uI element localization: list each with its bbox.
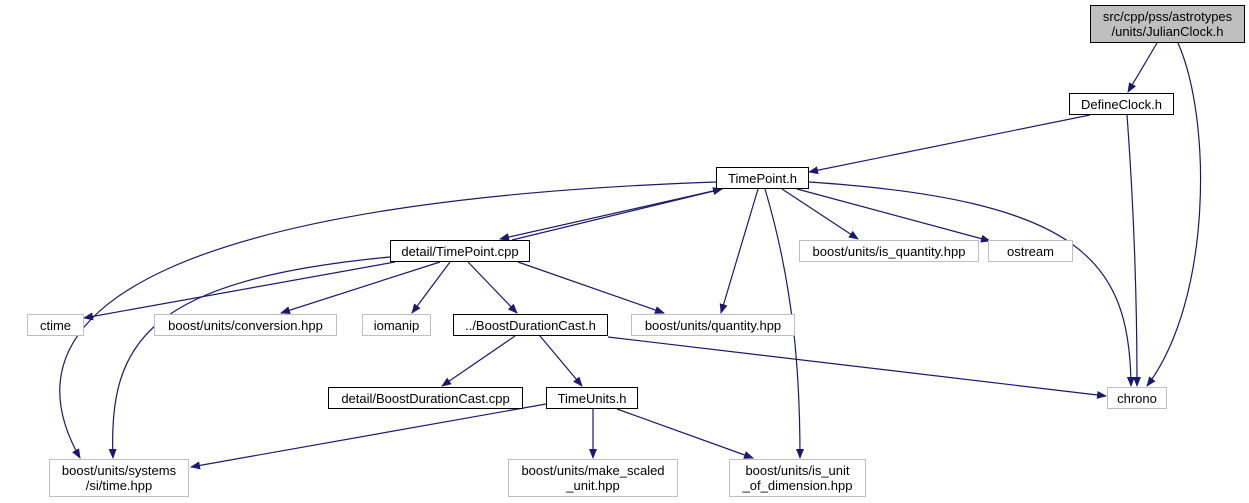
edge-defineclock-to-chrono xyxy=(1126,114,1141,387)
edge-detail-timepoint-cpp-to-iomanip xyxy=(411,261,451,314)
node-ostream: ostream xyxy=(988,240,1073,262)
node-conversion-hpp: boost/units/conversion.hpp xyxy=(154,314,337,336)
node-detail-boostdurationcast-cpp[interactable]: detail/BoostDurationCast.cpp xyxy=(328,387,523,409)
edge-detail-timepoint-cpp-to-boostdurationcast-h xyxy=(467,261,518,314)
edge-timepoint-h-to-chrono xyxy=(808,181,1135,387)
edge-detail-timepoint-cpp-to-conversion xyxy=(280,261,441,315)
node-timeunits-h[interactable]: TimeUnits.h xyxy=(546,387,638,409)
edge-detail-timepoint-cpp-to-timepoint-h xyxy=(511,187,723,241)
edge-boostdurationcast-h-to-timeunits-h xyxy=(539,335,583,387)
node-si-time-hpp: boost/units/systems /si/time.hpp xyxy=(49,459,189,497)
edge-timepoint-h-to-is-quantity xyxy=(781,188,859,240)
node-detail-timepoint-cpp[interactable]: detail/TimePoint.cpp xyxy=(390,240,530,262)
edge-timepoint-h-to-quantity xyxy=(719,188,759,314)
edge-detail-timepoint-cpp-to-quantity xyxy=(517,261,665,314)
edge-boostdurationcast-h-to-chrono xyxy=(607,336,1107,399)
node-ctime: ctime xyxy=(27,314,84,336)
edge-detail-timepoint-cpp-to-si-time xyxy=(108,256,391,459)
node-defineclock-h[interactable]: DefineClock.h xyxy=(1069,93,1174,115)
edge-timepoint-h-to-ostream xyxy=(796,188,991,243)
edge-defineclock-to-timepoint-h xyxy=(808,114,1091,175)
node-julianclock-h[interactable]: src/cpp/pss/astrotypes /units/JulianCloc… xyxy=(1090,5,1245,43)
edge-detail-timepoint-cpp-to-ctime xyxy=(83,261,396,321)
node-is-quantity-hpp: boost/units/is_quantity.hpp xyxy=(799,240,979,262)
node-make-scaled-unit-hpp: boost/units/make_scaled _unit.hpp xyxy=(508,459,678,497)
edge-timepoint-h-to-detail-timepoint-cpp xyxy=(499,188,723,241)
edge-julianclock-to-defineclock xyxy=(1127,42,1158,93)
node-timepoint-h[interactable]: TimePoint.h xyxy=(716,167,809,189)
edge-boostdurationcast-h-to-detail-boostdurationcast-cpp xyxy=(441,335,516,387)
edge-timepoint-h-to-si-time xyxy=(59,181,717,459)
edge-timeunits-h-to-is-unit-of-dimension xyxy=(616,408,754,459)
node-quantity-hpp: boost/units/quantity.hpp xyxy=(631,314,795,336)
node-is-unit-of-dimension-hpp: boost/units/is_unit _of_dimension.hpp xyxy=(729,459,866,497)
node-iomanip: iomanip xyxy=(362,314,431,336)
edge-timeunits-h-to-si-time xyxy=(190,403,547,470)
node-chrono: chrono xyxy=(1107,387,1167,409)
node-boostdurationcast-h[interactable]: ../BoostDurationCast.h xyxy=(453,314,608,336)
edge-julianclock-to-chrono xyxy=(1146,42,1202,387)
